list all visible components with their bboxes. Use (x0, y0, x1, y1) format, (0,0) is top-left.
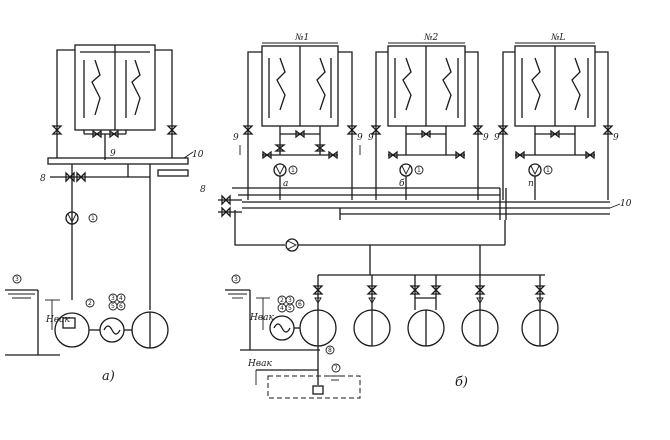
water-level-marker-a: 3 (15, 276, 19, 283)
pump-tag-a: а (283, 179, 288, 189)
level-label-b-bottom: Нвак (247, 359, 272, 369)
label-10-b: 10 (620, 199, 632, 209)
pump-marker-2: 1 (417, 167, 421, 174)
valve-icon (65, 171, 75, 183)
gauge-4-b: 4 (280, 305, 284, 312)
gauge-6-b: 6 (298, 301, 302, 308)
sump-tank-b (267, 375, 361, 399)
gauge-5-b: 5 (288, 305, 292, 312)
pump-marker-l: 1 (546, 167, 550, 174)
pump-marker-a: 1 (91, 215, 95, 222)
label-8-b: 8 (200, 185, 206, 195)
unit-label-l: №L (550, 33, 566, 43)
pump-tag-b: б (399, 178, 405, 189)
diagram-a: 9 10 8 1 3 Нвак (5, 44, 204, 384)
gauge-3-a: 3 (111, 295, 115, 302)
caption-b: б) (455, 375, 468, 390)
unit-label-1: №1 (294, 33, 309, 43)
label-10-a: 10 (192, 150, 204, 160)
pump-marker-1: 1 (291, 167, 295, 174)
gauge-4-a: 4 (119, 295, 123, 302)
header-pipe-a (47, 157, 189, 165)
coil-right-a (131, 59, 141, 116)
gauge-5-a: 5 (111, 303, 115, 310)
unit-label-2: №2 (423, 33, 439, 43)
side-label-1r: 9 (357, 133, 363, 143)
caption-a: а) (102, 369, 115, 384)
valve-icon (92, 129, 102, 139)
valve-icon (166, 125, 178, 135)
exchanger-unit-l: №L 1 п 9 9 (494, 33, 619, 200)
side-label-lr: 9 (613, 133, 619, 143)
label-9-a: 9 (110, 149, 116, 159)
gauge-2-b: 2 (280, 297, 284, 304)
side-label-ll: 9 (494, 133, 500, 143)
water-level-marker-b: 3 (234, 276, 238, 283)
gauge-2-a: 2 (88, 300, 92, 307)
reservoir-marker-b: 7 (334, 365, 338, 372)
level-label-b-top: Нвак (249, 313, 274, 323)
pump-tag-p: п (528, 179, 534, 189)
pump-icon (65, 211, 79, 225)
diagram-b: №1 1 а 9 (200, 33, 632, 399)
gauge-6-a: 6 (119, 303, 123, 310)
label-8-a: 8 (40, 174, 46, 184)
valve-icon (51, 125, 63, 135)
pump-row-b (299, 275, 559, 347)
side-label-1l: 9 (233, 133, 239, 143)
coil-left-a (91, 59, 101, 116)
exchanger-unit-1: №1 1 а 9 (233, 33, 363, 200)
side-label-2l: 9 (368, 133, 374, 143)
ac-symbol (103, 325, 121, 335)
valve-icon (76, 171, 86, 183)
side-label-2r: 9 (483, 133, 489, 143)
drain-marker-b: 8 (328, 347, 332, 354)
collector-headers-b: 10 8 (200, 185, 632, 220)
exchanger-unit-2: №2 1 б 9 9 (368, 33, 489, 200)
valve-icon (109, 129, 119, 139)
gauge-3-b: 3 (288, 297, 292, 304)
